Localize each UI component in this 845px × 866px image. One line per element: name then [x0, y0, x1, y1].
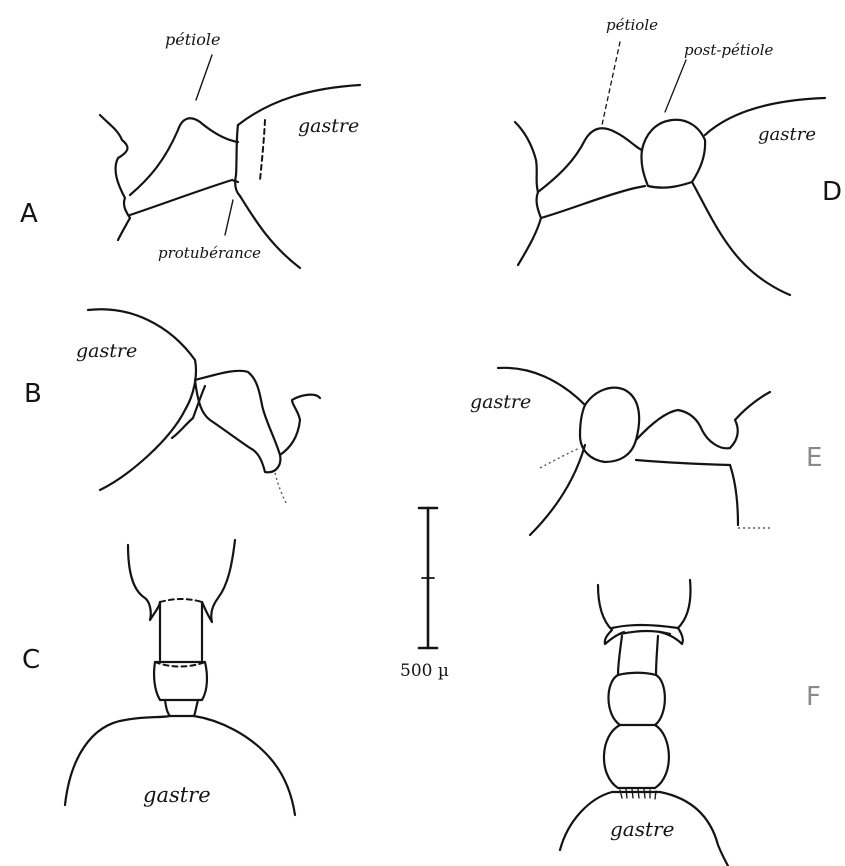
- panel-f-striae: [620, 789, 656, 799]
- panel-d: pétiole post-pétiole gastre D: [515, 16, 842, 295]
- panel-f-petiole: [618, 636, 658, 675]
- panel-a: pétiole gastre protubérance A: [20, 30, 360, 268]
- panel-c-top-dash: [160, 599, 202, 602]
- panel-c-connection: [165, 700, 198, 716]
- panel-b-gastre-label: gastre: [76, 340, 137, 362]
- panel-b-letter: B: [24, 379, 42, 409]
- panel-a-petiole-label: pétiole: [165, 30, 220, 49]
- panel-f: gastre F: [560, 580, 821, 866]
- panel-a-petiole-ventral: [130, 180, 238, 215]
- panel-f-gastre-label: gastre: [610, 817, 674, 841]
- panel-a-protuberance: [235, 125, 240, 196]
- panel-b-propodeum: [280, 395, 320, 455]
- panel-d-postpetiole-label: post-pétiole: [684, 41, 774, 59]
- panel-f-node-1: [608, 673, 664, 725]
- panel-d-gastre-label: gastre: [758, 124, 816, 145]
- scale-bar: 500 µ: [400, 508, 449, 681]
- panel-a-propodeum: [100, 115, 130, 240]
- panel-f-letter: F: [806, 682, 821, 712]
- panel-f-propodeum: [598, 580, 691, 644]
- panel-d-postpetiole-leader: [665, 60, 686, 112]
- panel-e-postpetiole: [580, 388, 639, 462]
- panel-d-petiole-label: pétiole: [606, 16, 658, 34]
- panel-e-gastre-label: gastre: [470, 391, 531, 413]
- panel-d-petiole-ventral: [541, 186, 645, 218]
- panel-a-protuberance-label: protubérance: [158, 244, 261, 262]
- panel-e-petiole-node: [636, 410, 730, 465]
- panel-b: gastre B: [24, 309, 320, 505]
- scale-bar-label: 500 µ: [400, 661, 449, 681]
- panel-d-petiole-node: [538, 128, 642, 192]
- panel-c-letter: C: [22, 645, 40, 675]
- panel-e-letter: E: [806, 443, 822, 473]
- panel-b-faint-line: [275, 473, 287, 505]
- panel-c-gastre-label: gastre: [143, 783, 211, 807]
- panel-e-faint-gastre: [540, 448, 580, 468]
- panel-d-propodeum: [515, 122, 541, 265]
- panel-a-petiole-leader: [196, 55, 212, 100]
- panel-e-propodeum: [730, 392, 770, 525]
- panel-c-propodeum: [128, 540, 235, 622]
- panel-c-petiole: [160, 602, 202, 660]
- panel-b-gastre-outline: [88, 309, 196, 490]
- panel-a-letter: A: [20, 199, 38, 229]
- panel-a-dashed-line: [260, 120, 265, 180]
- panel-b-petiole-node: [195, 371, 280, 472]
- panel-d-letter: D: [822, 177, 842, 207]
- panel-d-postpetiole: [641, 120, 705, 188]
- panel-c-postpetiole: [154, 662, 207, 700]
- panel-b-postpetiole-fold: [172, 386, 205, 438]
- panel-e: gastre E: [470, 368, 822, 535]
- panel-a-gastre-label: gastre: [298, 115, 359, 137]
- panel-d-petiole-leader: [602, 42, 620, 125]
- panel-d-gastre-lower: [692, 182, 790, 295]
- panel-f-collar: [612, 625, 678, 634]
- panel-c: gastre C: [22, 540, 295, 815]
- panel-f-node-2: [604, 725, 669, 788]
- panel-a-protuberance-leader: [225, 200, 233, 235]
